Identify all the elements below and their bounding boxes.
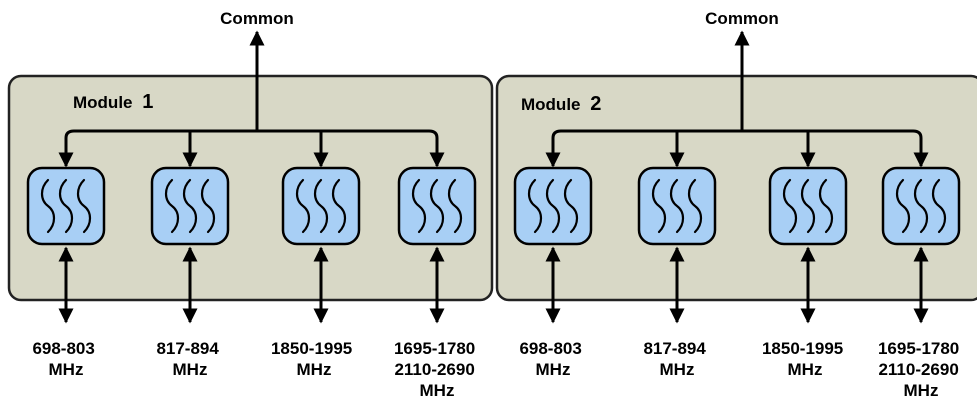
module-2-title: Module 2 <box>521 93 601 115</box>
module-1-filter-3 <box>281 166 361 246</box>
module-1-filter-2 <box>150 166 230 246</box>
module-1-title-number: 1 <box>142 91 153 113</box>
band-label-line: 2110-2690 <box>394 360 474 379</box>
module-1-title-prefix: Module <box>73 93 133 112</box>
module-1-filter-1 <box>26 166 106 246</box>
band-label-line: 1850-1995 <box>762 339 843 358</box>
band-label-line: MHz <box>660 360 695 379</box>
module-2-filter-4 <box>881 166 961 246</box>
module-2-filter-2 <box>637 166 717 246</box>
bandpass-filter-icon <box>782 178 834 234</box>
module-2-title-number: 2 <box>590 93 601 115</box>
module-1-filter-4 <box>397 166 477 246</box>
module-1-title: Module 1 <box>73 91 153 113</box>
bandpass-filter-icon <box>164 178 216 234</box>
bandpass-filter-icon <box>895 178 947 234</box>
module-2-band-label-4: 1695-1780 2110-2690 MHz <box>878 339 964 400</box>
module-2-common-label: Common <box>705 9 779 28</box>
band-label-line: MHz <box>536 360 571 379</box>
module-1-band-label-1: 698-803 MHz <box>32 339 99 379</box>
module-1: Module 1 Common <box>7 9 494 400</box>
band-label-line: 1850-1995 <box>271 339 352 358</box>
bandpass-filter-icon <box>40 178 92 234</box>
band-label-line: MHz <box>904 381 939 400</box>
module-1-band-label-3: 1850-1995 MHz <box>271 339 357 379</box>
band-label-line: 817-894 <box>643 339 706 358</box>
module-1-bus <box>64 129 439 163</box>
bandpass-filter-icon <box>527 178 579 234</box>
band-label-line: 817-894 <box>156 339 219 358</box>
module-2-band-label-2: 817-894 MHz <box>643 339 710 379</box>
module-1-band-label-2: 817-894 MHz <box>156 339 223 379</box>
bandpass-filter-icon <box>295 178 347 234</box>
band-label-line: MHz <box>420 381 455 400</box>
bandpass-filter-icon <box>651 178 703 234</box>
module-2-title-prefix: Module <box>521 95 581 114</box>
module-2-bus <box>551 129 923 163</box>
band-label-line: 2110-2690 <box>878 360 958 379</box>
band-label-line: MHz <box>297 360 332 379</box>
bandpass-filter-icon <box>411 178 463 234</box>
band-label-line: 1695-1780 <box>394 339 475 358</box>
band-label-line: 698-803 <box>32 339 94 358</box>
module-2-band-label-3: 1850-1995 MHz <box>762 339 848 379</box>
module-2: Module 2 Common <box>495 9 977 400</box>
module-2-filter-1 <box>513 166 593 246</box>
band-label-line: 1695-1780 <box>878 339 959 358</box>
band-label-line: 698-803 <box>519 339 581 358</box>
module-1-band-label-4: 1695-1780 2110-2690 MHz <box>394 339 480 400</box>
module-1-common-label: Common <box>220 9 294 28</box>
band-label-line: MHz <box>173 360 208 379</box>
band-label-line: MHz <box>49 360 84 379</box>
module-2-filter-3 <box>768 166 848 246</box>
module-2-band-label-1: 698-803 MHz <box>519 339 586 379</box>
band-label-line: MHz <box>788 360 823 379</box>
